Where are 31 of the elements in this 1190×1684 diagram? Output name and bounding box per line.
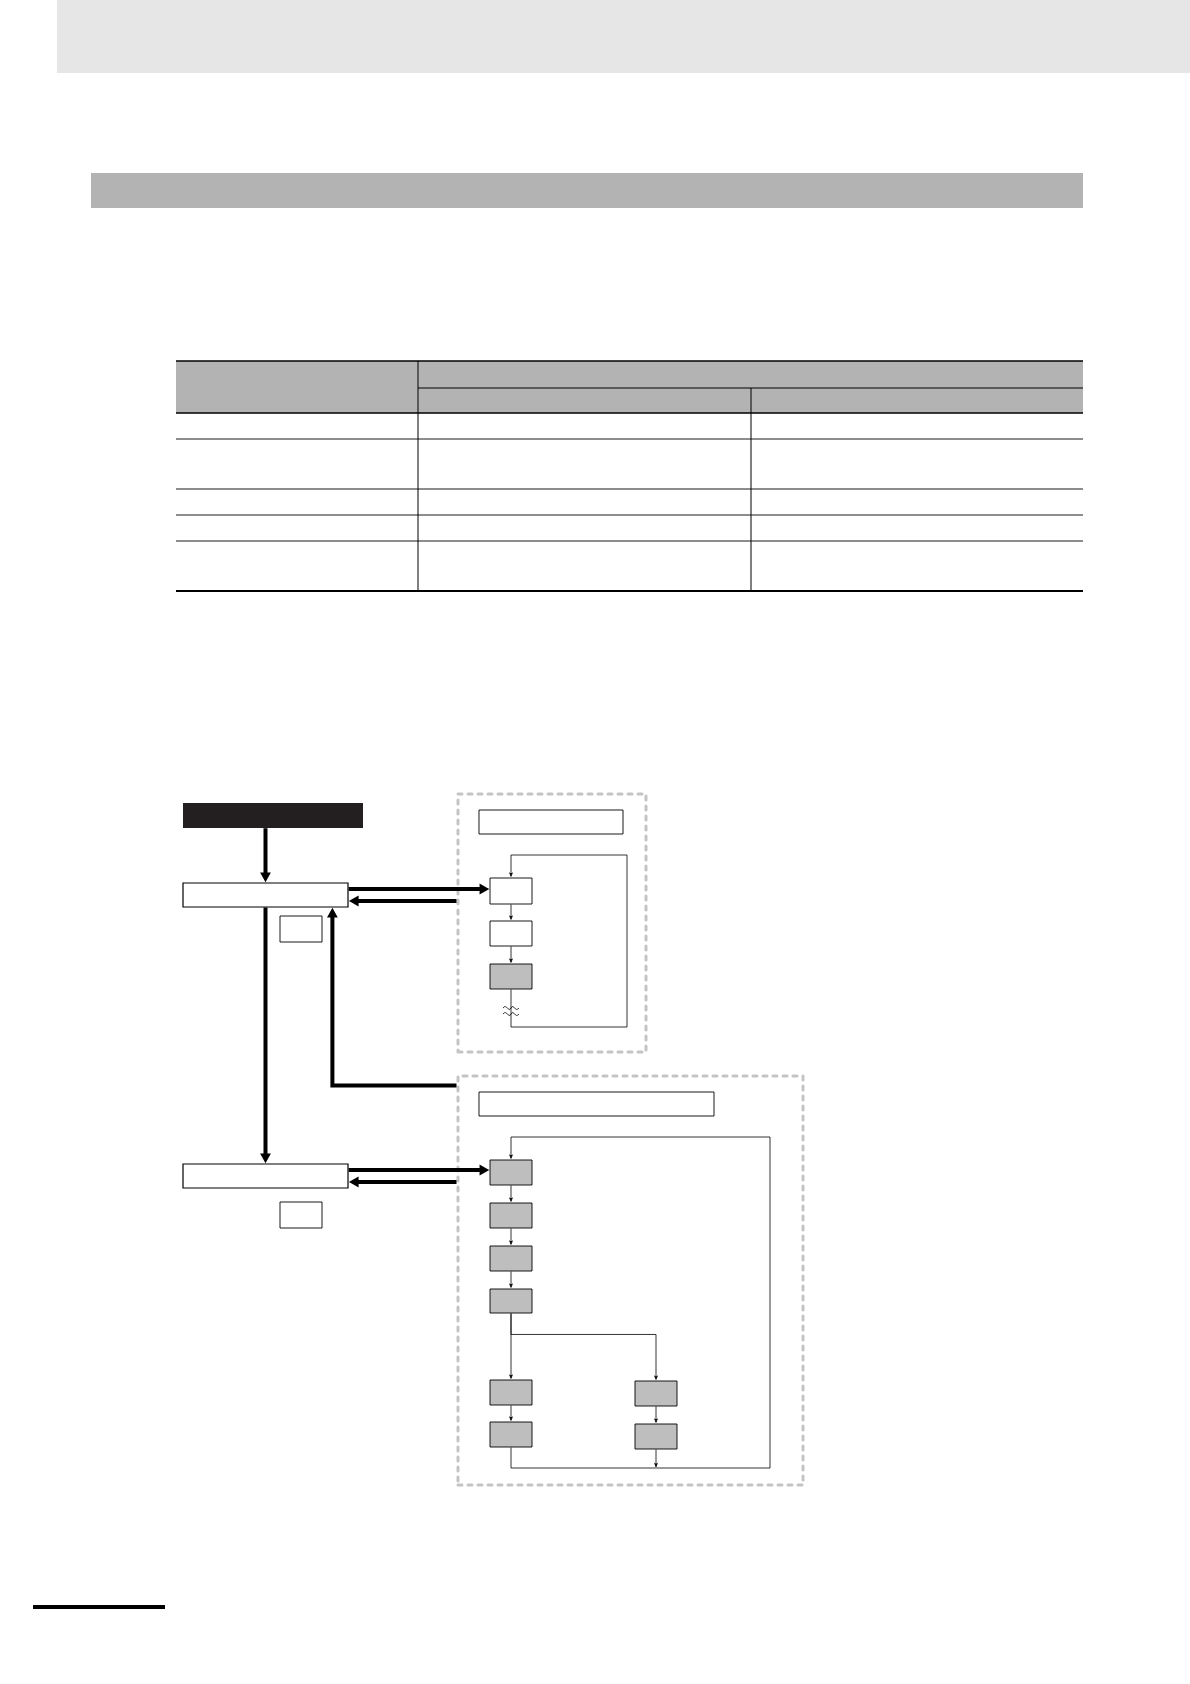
arrow — [509, 1185, 513, 1202]
arrow — [509, 1271, 513, 1288]
step-box — [489, 1288, 533, 1314]
arrow — [509, 904, 513, 920]
process-box — [182, 882, 349, 908]
arrow — [510, 1313, 658, 1380]
small-box — [279, 1201, 323, 1229]
process-box — [182, 1163, 349, 1189]
dashed-frame — [456, 1074, 805, 1487]
arrow — [509, 946, 513, 963]
arrow — [509, 1228, 513, 1245]
dashed-frame — [456, 792, 648, 1054]
step-box — [489, 1421, 533, 1448]
small-box — [279, 915, 323, 943]
step-box — [489, 877, 533, 905]
step-box — [489, 1159, 533, 1186]
step-box — [634, 1423, 678, 1450]
step-box — [489, 1379, 533, 1406]
title-box — [478, 1091, 715, 1117]
arrow — [509, 854, 628, 1028]
step-box — [489, 1245, 533, 1272]
title-box — [478, 809, 624, 835]
arrow — [509, 1405, 513, 1421]
step-box — [489, 920, 533, 947]
step-box — [489, 1202, 533, 1229]
step-box — [634, 1380, 678, 1407]
connector-line — [510, 1447, 657, 1469]
heading-bar — [183, 803, 363, 828]
step-box — [489, 963, 533, 990]
arrow — [654, 1406, 658, 1423]
section-bar — [91, 173, 1083, 208]
